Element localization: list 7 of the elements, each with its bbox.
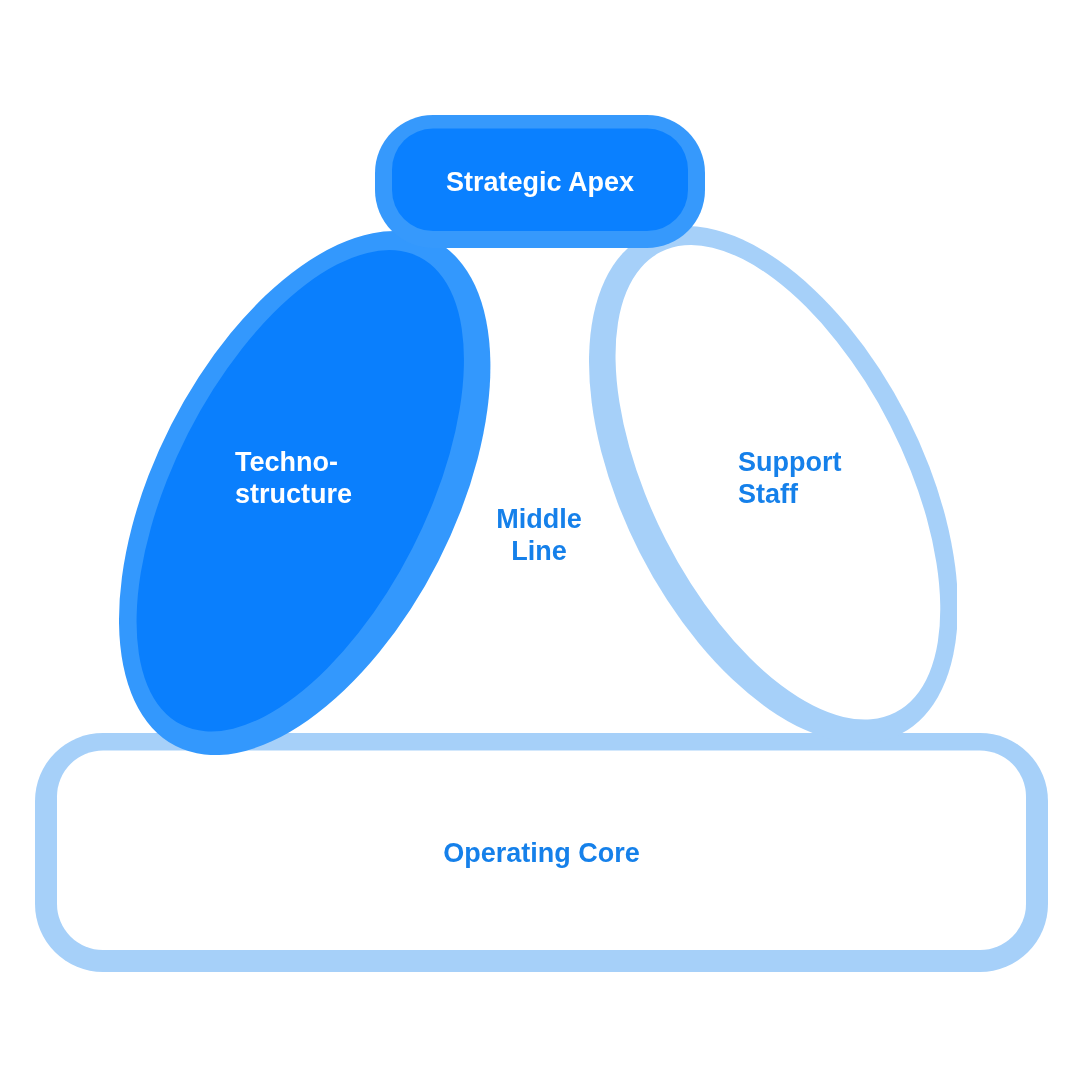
node-label: Strategic Apex xyxy=(445,165,635,198)
node-label: Operating Core xyxy=(443,836,640,869)
rounded-rectangle xyxy=(35,733,1048,972)
ellipse xyxy=(119,230,491,756)
node-label: Techno- structure xyxy=(235,446,352,510)
text-label: Middle Line xyxy=(496,503,582,567)
node-label: Support Staff xyxy=(738,446,842,510)
